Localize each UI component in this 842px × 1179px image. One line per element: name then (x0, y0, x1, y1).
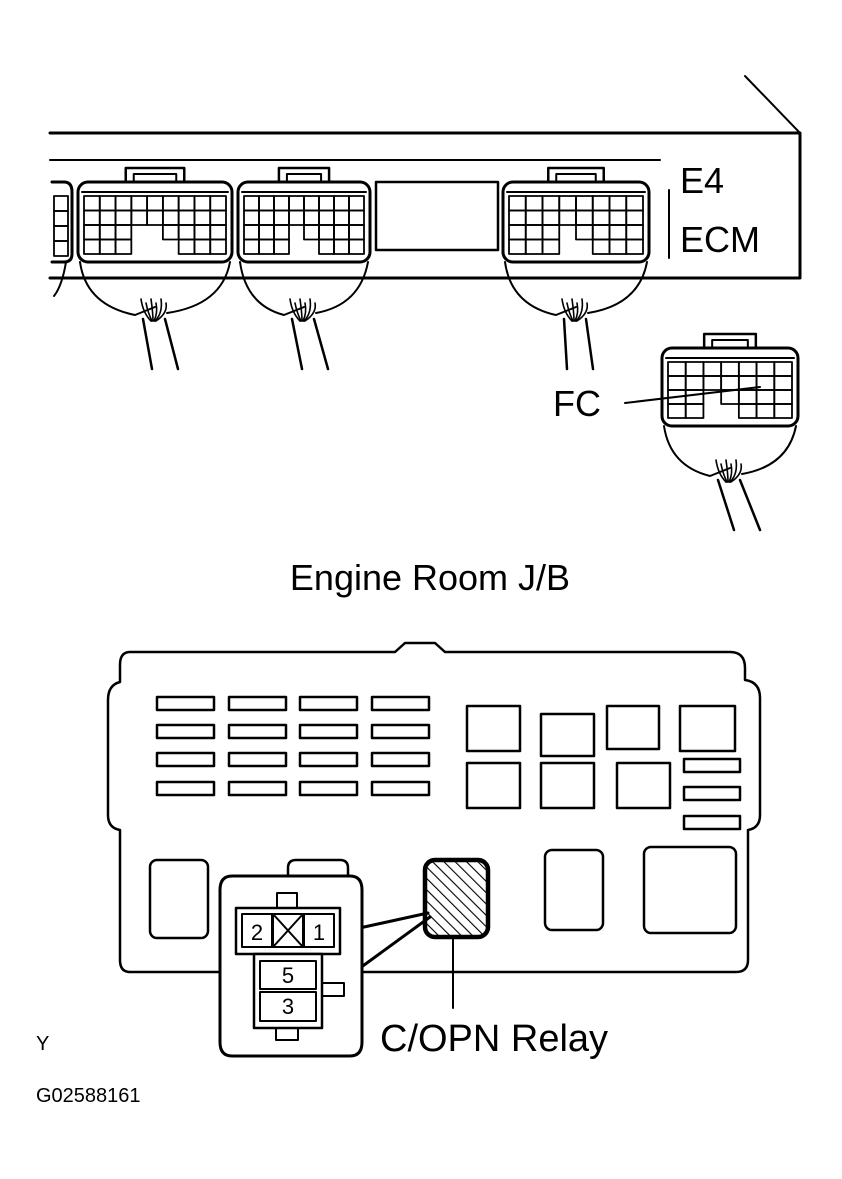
fuse-slot (227, 780, 288, 797)
harness-a (79, 261, 231, 371)
junction-block-outline (106, 641, 762, 974)
fuse-slot (298, 723, 359, 740)
ecm-connectors (50, 166, 651, 264)
ecm-connector-a (76, 166, 234, 264)
fc-connector-face (660, 332, 800, 428)
relay-name-label: C/OPN Relay (380, 1018, 608, 1060)
fuse-slot (298, 751, 359, 768)
callout-line-lower (358, 915, 432, 970)
ecm-harnesses (53, 261, 648, 371)
ecm-name-label: ECM (680, 219, 760, 260)
ecm-unit (48, 75, 802, 280)
fuse-slot (298, 780, 359, 797)
fc-connector (660, 332, 800, 532)
fuse-slot (155, 780, 216, 797)
relay-terminal-view (218, 874, 364, 1058)
large-slots (148, 845, 738, 940)
fuse-slot (370, 695, 431, 712)
relay-terminal-3: 3 (282, 994, 294, 1019)
relay-slots (465, 704, 742, 831)
ecm-connector-c (501, 166, 651, 264)
fc-leader-line (624, 386, 761, 404)
fuse-slot (155, 695, 216, 712)
copn-relay-slot (422, 857, 491, 940)
fuse-slot (370, 723, 431, 740)
relay-terminal-1: 1 (313, 920, 325, 945)
fuse-slot (155, 723, 216, 740)
relay-terminal-2: 2 (251, 920, 263, 945)
fuse-slot (227, 695, 288, 712)
fuse-slot (370, 780, 431, 797)
fuse-slot (155, 751, 216, 768)
fuse-slot (298, 695, 359, 712)
junction-block-title: Engine Room J/B (290, 557, 570, 598)
fc-connector-label: FC (553, 383, 601, 424)
ecm-connector-id: E4 (680, 160, 724, 201)
ecm-connector-partial (50, 180, 74, 264)
relay-terminal-5: 5 (282, 963, 294, 988)
harness-b (239, 261, 369, 371)
fuse-slot (370, 751, 431, 768)
ecm-connector-b (236, 166, 372, 264)
harness-c (504, 261, 648, 371)
callout-line-upper (353, 911, 430, 931)
figure-number: G02588161 (36, 1085, 141, 1107)
fuse-slot (227, 751, 288, 768)
fuse-slots (155, 695, 431, 797)
corner-code: Y (36, 1033, 49, 1055)
fuse-slot (227, 723, 288, 740)
fc-harness (663, 425, 797, 532)
